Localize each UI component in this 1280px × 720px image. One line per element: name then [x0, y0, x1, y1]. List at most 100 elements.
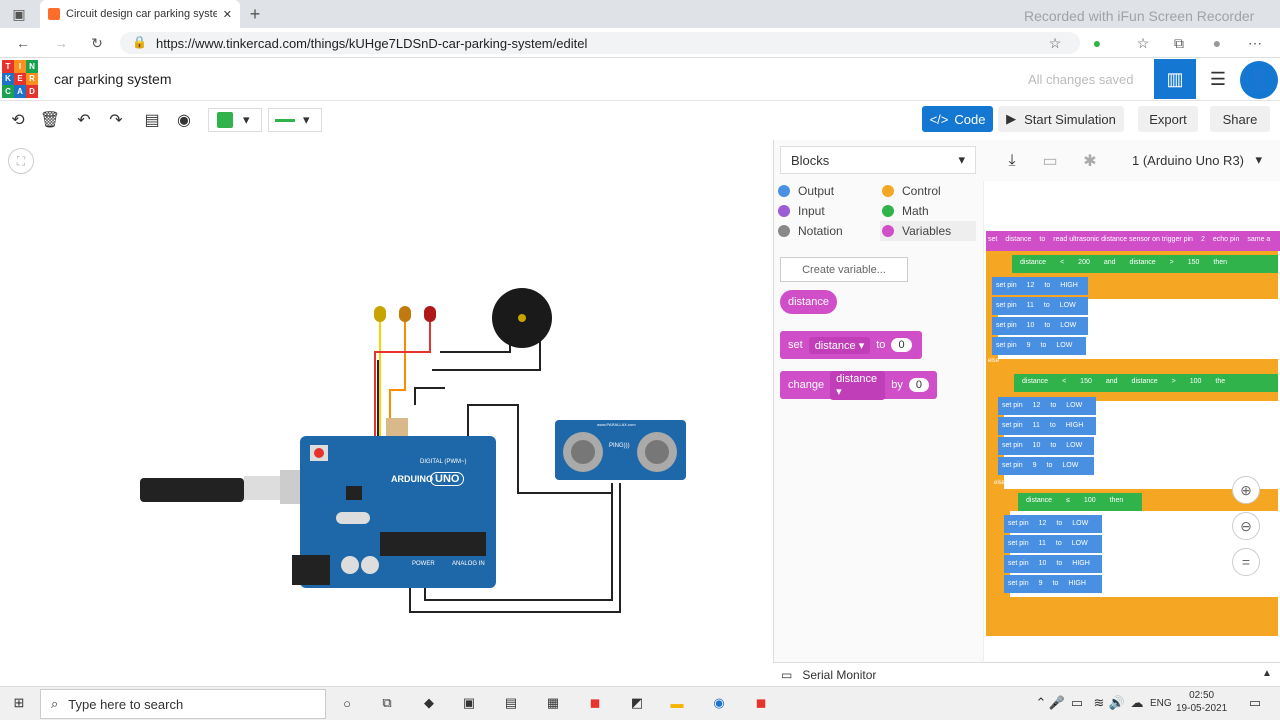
pin-state[interactable]: LOW: [1062, 462, 1079, 469]
start-simulation-button[interactable]: ▶Start Simulation: [998, 106, 1124, 132]
wifi-icon[interactable]: ≋: [1093, 695, 1105, 710]
component-list-icon[interactable]: ☰: [1209, 68, 1227, 89]
app-icon-3[interactable]: ◩: [630, 695, 644, 710]
more-icon[interactable]: ⋯: [1248, 34, 1262, 51]
app-icon-1[interactable]: ▤: [504, 695, 518, 710]
visibility-icon[interactable]: ◉: [177, 112, 191, 129]
export-button[interactable]: Export: [1138, 106, 1198, 132]
volume-icon[interactable]: 🔊: [1108, 695, 1126, 710]
recorder-icon[interactable]: ◼: [755, 695, 767, 710]
block-value[interactable]: 0: [908, 378, 929, 392]
taskbar-search[interactable]: ⌕Type here to search: [40, 689, 326, 719]
pin-value[interactable]: 9: [1038, 580, 1043, 587]
variable-distance-block[interactable]: distance: [780, 290, 837, 314]
pin-value[interactable]: 10: [1026, 322, 1035, 329]
pin-state[interactable]: LOW: [1072, 520, 1089, 527]
pin-value[interactable]: 9: [1026, 342, 1031, 349]
pin-value[interactable]: 12: [1032, 402, 1041, 409]
redo-icon[interactable]: ↷: [109, 112, 123, 129]
upload-icon[interactable]: ▭: [1042, 153, 1058, 170]
code-mode-dropdown[interactable]: Blocks▾: [780, 146, 976, 174]
category-math[interactable]: Math: [880, 201, 929, 221]
create-variable-button[interactable]: Create variable...: [780, 257, 908, 282]
script-op[interactable]: >: [1171, 378, 1176, 385]
script-value[interactable]: 100: [1189, 378, 1202, 385]
pin-value[interactable]: 11: [1026, 302, 1034, 309]
change-variable-block[interactable]: change distance ▾ by 0: [780, 370, 937, 400]
back-icon[interactable]: ←: [16, 35, 30, 51]
battery-icon[interactable]: ▭: [1070, 695, 1084, 710]
pin-value[interactable]: 12: [1038, 520, 1047, 527]
office-icon[interactable]: ◼: [589, 695, 601, 710]
pin-value[interactable]: 10: [1032, 442, 1041, 449]
category-input[interactable]: Input: [776, 201, 825, 221]
script-var[interactable]: distance: [1005, 236, 1032, 243]
script-value[interactable]: 150: [1080, 378, 1092, 385]
rotate-icon[interactable]: ⟲: [11, 112, 25, 129]
edge-icon[interactable]: ◉: [713, 695, 725, 710]
profile-icon[interactable]: ●: [1212, 35, 1222, 51]
pin-state[interactable]: HIGH: [1068, 580, 1086, 587]
window-menu-icon[interactable]: ▣: [12, 5, 26, 22]
notes-icon[interactable]: ▤: [144, 112, 160, 129]
wire-color-picker[interactable]: ▾: [208, 108, 262, 132]
script-value[interactable]: 150: [1187, 259, 1200, 266]
close-tab-icon[interactable]: ✕: [222, 8, 232, 21]
pin-state[interactable]: LOW: [1056, 342, 1073, 349]
script-op[interactable]: <: [1060, 259, 1065, 266]
category-output[interactable]: Output: [776, 181, 834, 201]
forward-icon[interactable]: →: [54, 35, 68, 51]
expand-chevron-icon[interactable]: ▲: [1262, 668, 1272, 679]
pin-state[interactable]: HIGH: [1072, 560, 1090, 567]
share-button[interactable]: Share: [1210, 106, 1270, 132]
pin-value[interactable]: 12: [1026, 282, 1035, 289]
tray-chevron-icon[interactable]: ⌃: [1035, 695, 1047, 710]
app-icon-2[interactable]: ▦: [546, 695, 560, 710]
script-value[interactable]: 200: [1078, 259, 1090, 266]
pin-state[interactable]: LOW: [1066, 442, 1083, 449]
script-op[interactable]: <: [1062, 378, 1067, 385]
grammarly-icon[interactable]: ●: [1092, 35, 1102, 51]
epic-games-icon[interactable]: ◆: [424, 695, 434, 710]
script-workspace[interactable]: set distance to read ultrasonic distance…: [983, 181, 1280, 661]
script-var[interactable]: distance: [1020, 259, 1047, 266]
script-var[interactable]: distance: [1129, 259, 1156, 266]
script-var[interactable]: distance: [1022, 378, 1049, 385]
pin-value[interactable]: 10: [1038, 560, 1047, 567]
category-notation[interactable]: Notation: [776, 221, 843, 241]
windows-start-icon[interactable]: ⊞: [13, 695, 25, 710]
new-tab-icon[interactable]: +: [249, 3, 261, 24]
pin-value[interactable]: 11: [1032, 422, 1040, 429]
notification-icon[interactable]: ▭: [1248, 695, 1262, 710]
script-var[interactable]: distance: [1026, 497, 1053, 504]
task-view-icon[interactable]: ⧉: [382, 695, 392, 710]
project-title[interactable]: car parking system: [54, 71, 172, 87]
debugger-icon[interactable]: ✱: [1083, 153, 1097, 170]
zoom-in-icon[interactable]: ⊕: [1232, 476, 1260, 504]
wire-type-picker[interactable]: ▾: [268, 108, 322, 132]
zoom-fit-icon[interactable]: =: [1232, 548, 1260, 576]
file-explorer-icon[interactable]: ▬: [670, 695, 684, 711]
pin-state[interactable]: LOW: [1060, 322, 1077, 329]
collections-icon[interactable]: ⧉: [1174, 34, 1184, 51]
fit-view-icon[interactable]: ⛶: [8, 148, 34, 174]
code-button[interactable]: </>Code: [922, 106, 993, 132]
script-op[interactable]: ≤: [1066, 497, 1070, 504]
cloud-icon[interactable]: ☁: [1130, 695, 1144, 710]
script-op[interactable]: >: [1169, 259, 1174, 266]
avatar[interactable]: 👤: [1240, 61, 1278, 99]
script-value[interactable]: 2: [1200, 236, 1205, 243]
block-value[interactable]: 0: [891, 338, 912, 352]
url-input[interactable]: 🔒 https://www.tinkercad.com/things/kUHge…: [120, 32, 1080, 54]
set-variable-block[interactable]: set distance ▾ to 0: [780, 331, 922, 359]
